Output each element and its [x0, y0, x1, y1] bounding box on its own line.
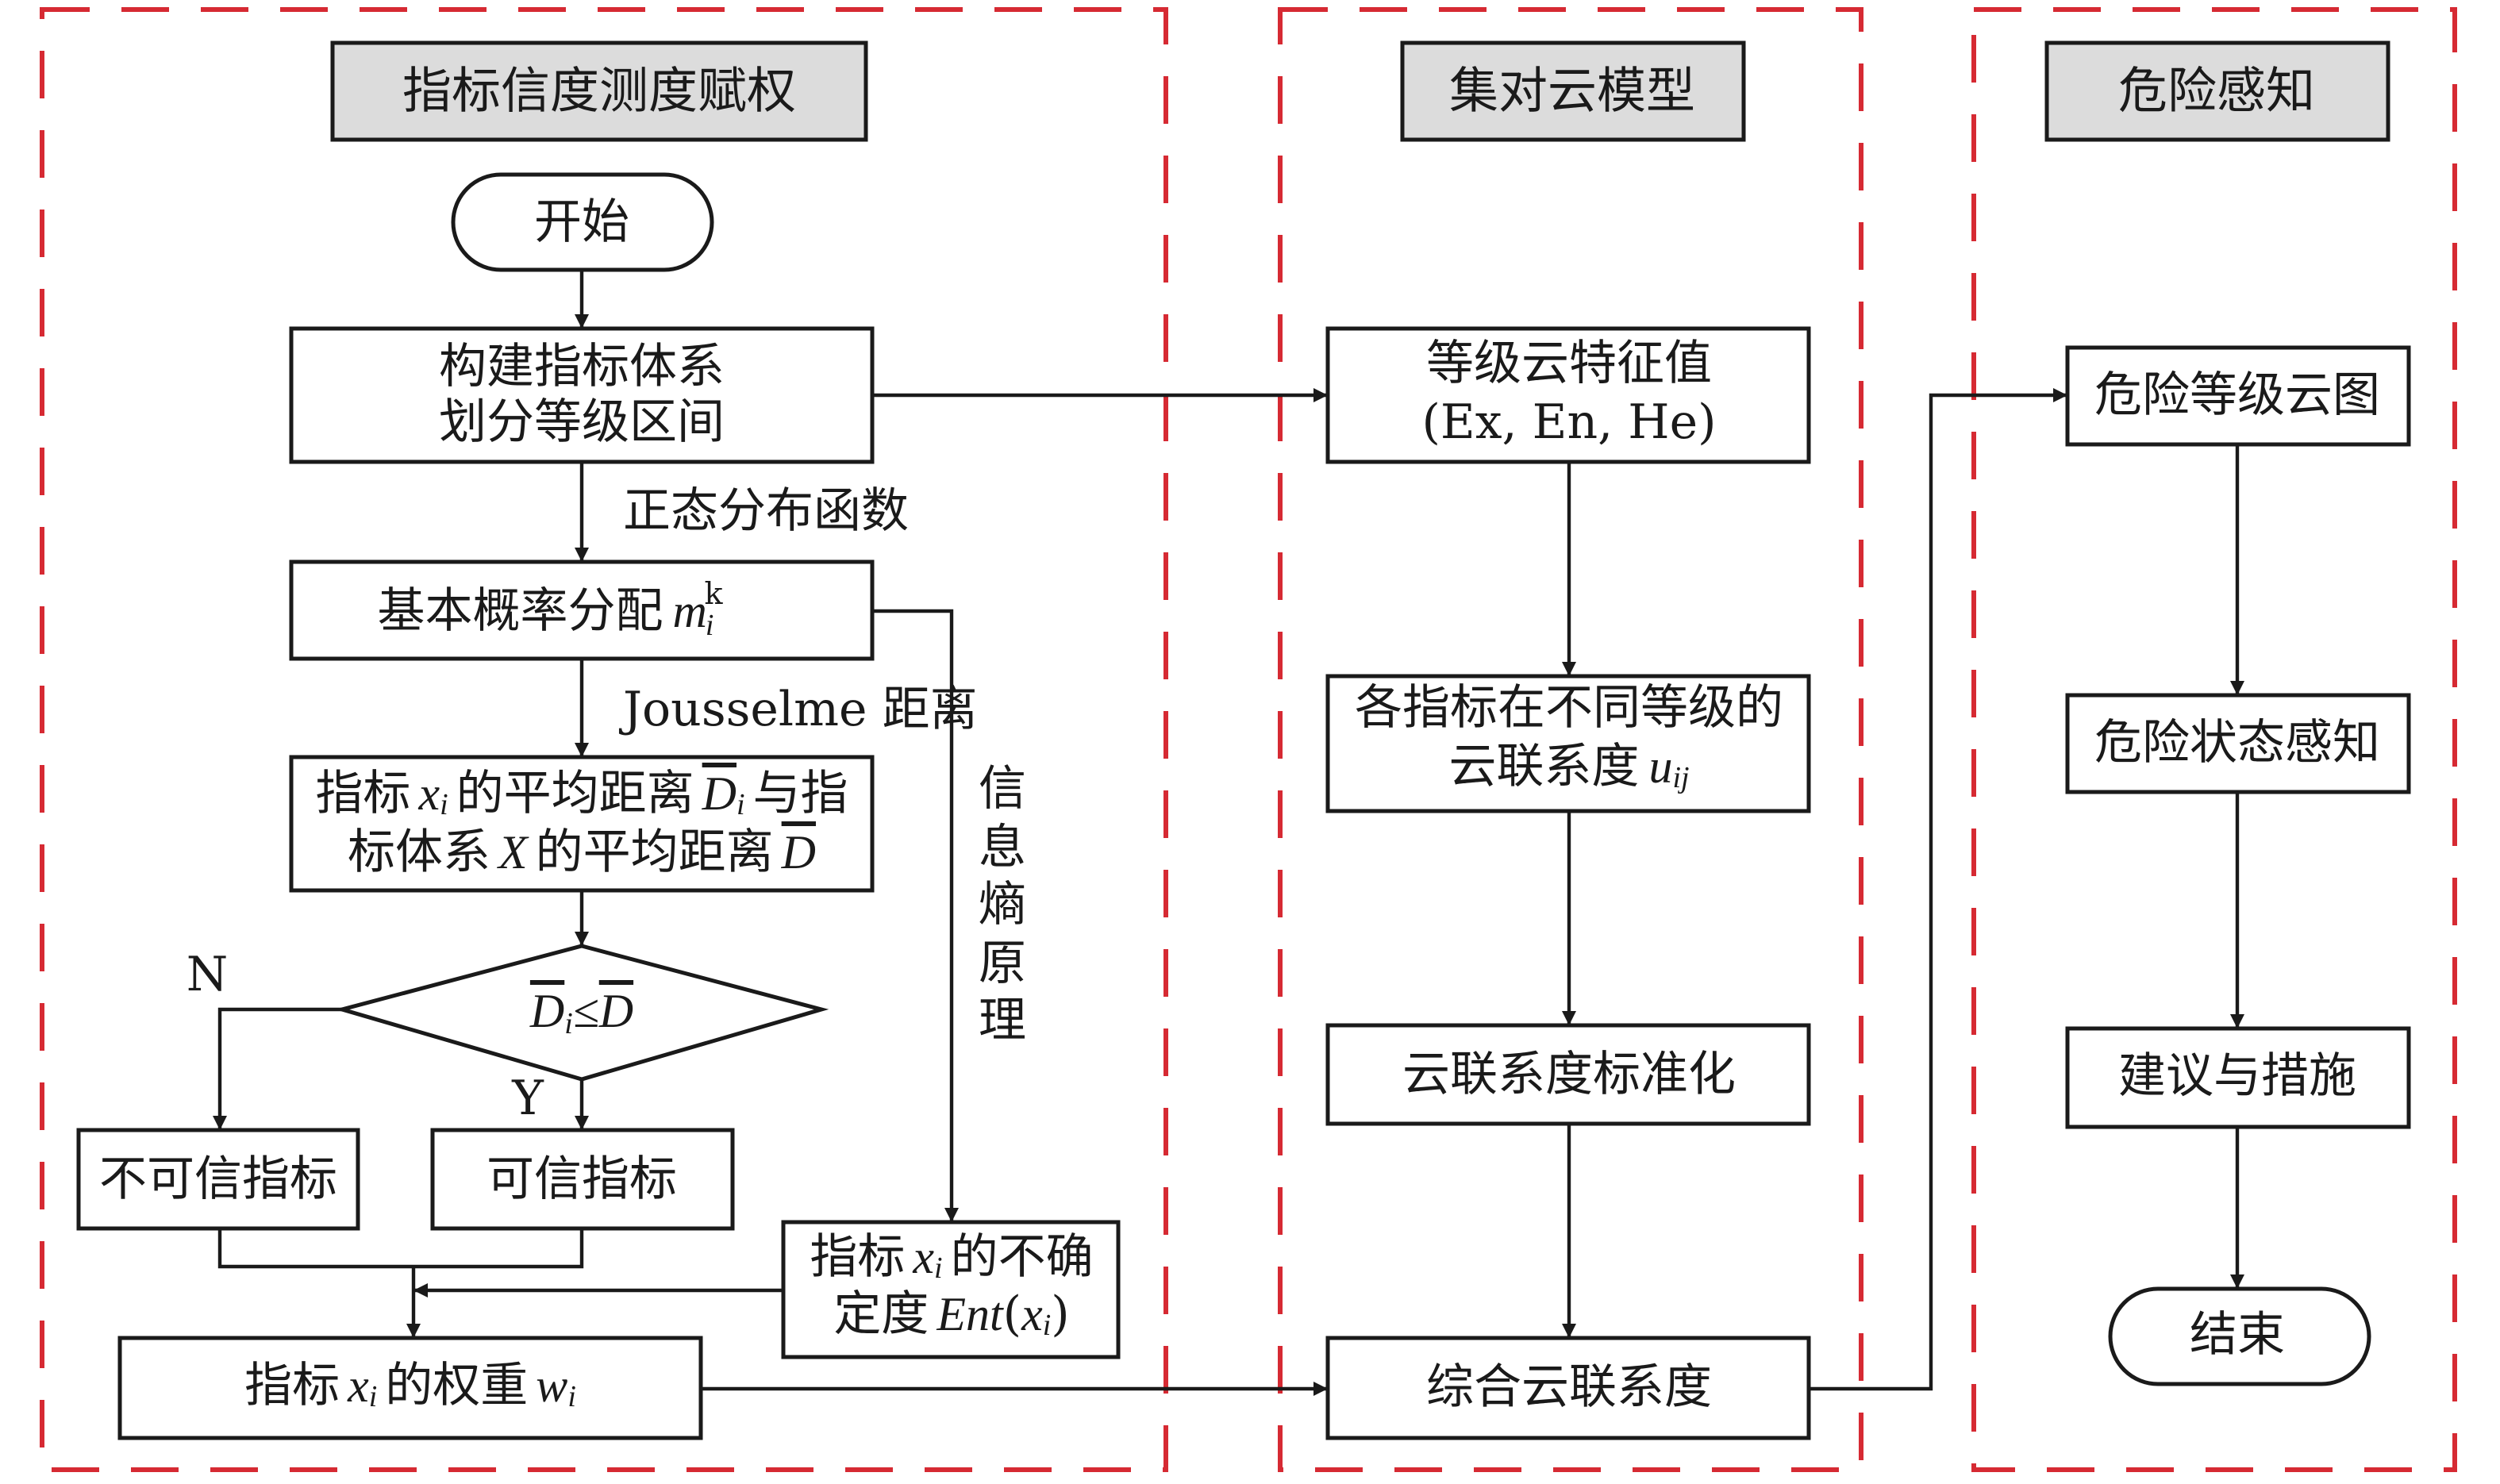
membership-line1: 各指标在不同等级的	[1355, 680, 1783, 736]
cloud-chart-label: 危险等级云图	[2094, 367, 2380, 423]
svg-text:熵: 熵	[979, 877, 1026, 932]
grade-line1: 等级云特征值	[1426, 336, 1712, 391]
advice-label: 建议与措施	[2118, 1048, 2356, 1104]
build-line1: 构建指标体系	[439, 339, 725, 394]
grade-line2: (Ex, En, He)	[1421, 394, 1716, 450]
risk-cloud-chart-box: 危险等级云图	[2065, 345, 2411, 447]
normalize-label: 云联系度标准化	[1402, 1047, 1736, 1102]
label-yes: Y	[511, 1071, 544, 1126]
svg-text:原: 原	[979, 936, 1026, 991]
edge-label-normal-distribution: 正态分布函数	[623, 483, 909, 539]
zone-perception	[1971, 7, 2457, 1472]
start-label: 开始	[534, 194, 629, 250]
trusted-label: 可信指标	[487, 1151, 677, 1207]
decision-diamond: Di≤D	[334, 944, 829, 1082]
decision-label: Di≤D	[529, 985, 633, 1040]
start-terminal: 开始	[451, 172, 714, 272]
zone-cloud-model	[1278, 7, 1863, 1472]
advice-box: 建议与措施	[2065, 1026, 2411, 1129]
edge-bpa-uncertainty	[872, 609, 959, 1222]
edge-label-jousselme: Jousselme 距离	[618, 682, 978, 737]
svg-text:信: 信	[979, 761, 1026, 817]
normalize-box: 云联系度标准化	[1325, 1023, 1811, 1126]
label-no: N	[187, 947, 229, 1002]
untrusted-index-box: 不可信指标	[76, 1128, 360, 1231]
risk-state-box: 危险状态感知	[2065, 693, 2411, 794]
header-weighting: 指标信度测度赋权	[330, 40, 868, 142]
edge-overall-cloudchart	[1809, 388, 2067, 1391]
svg-text:理: 理	[979, 993, 1026, 1048]
build-line2: 划分等级区间	[439, 394, 725, 450]
header-perception-title: 危险感知	[2118, 62, 2315, 120]
overall-membership-box: 综合云联系度	[1325, 1336, 1811, 1440]
zone-weighting	[40, 7, 1168, 1472]
edge-label-entropy: 信 息 熵 原 理	[979, 761, 1026, 1048]
trusted-index-box: 可信指标	[430, 1128, 735, 1231]
end-terminal: 结束	[2108, 1286, 2371, 1386]
state-label: 危险状态感知	[2094, 715, 2380, 771]
untrusted-label: 不可信指标	[99, 1151, 337, 1207]
header-cloud-model-title: 集对云模型	[1449, 62, 1695, 120]
build-index-system-box: 构建指标体系 划分等级区间	[289, 326, 875, 464]
edge-decision-no	[213, 1007, 342, 1130]
svg-text:息: 息	[979, 820, 1026, 875]
overall-label: 综合云联系度	[1426, 1359, 1712, 1415]
header-weighting-title: 指标信度测度赋权	[402, 62, 796, 120]
grade-cloud-box: 等级云特征值 (Ex, En, He)	[1325, 326, 1811, 464]
end-label: 结束	[2190, 1307, 2285, 1363]
header-perception: 危险感知	[2044, 40, 2390, 142]
header-cloud-model: 集对云模型	[1400, 40, 1746, 142]
edge-merge-bracket	[217, 1228, 584, 1269]
